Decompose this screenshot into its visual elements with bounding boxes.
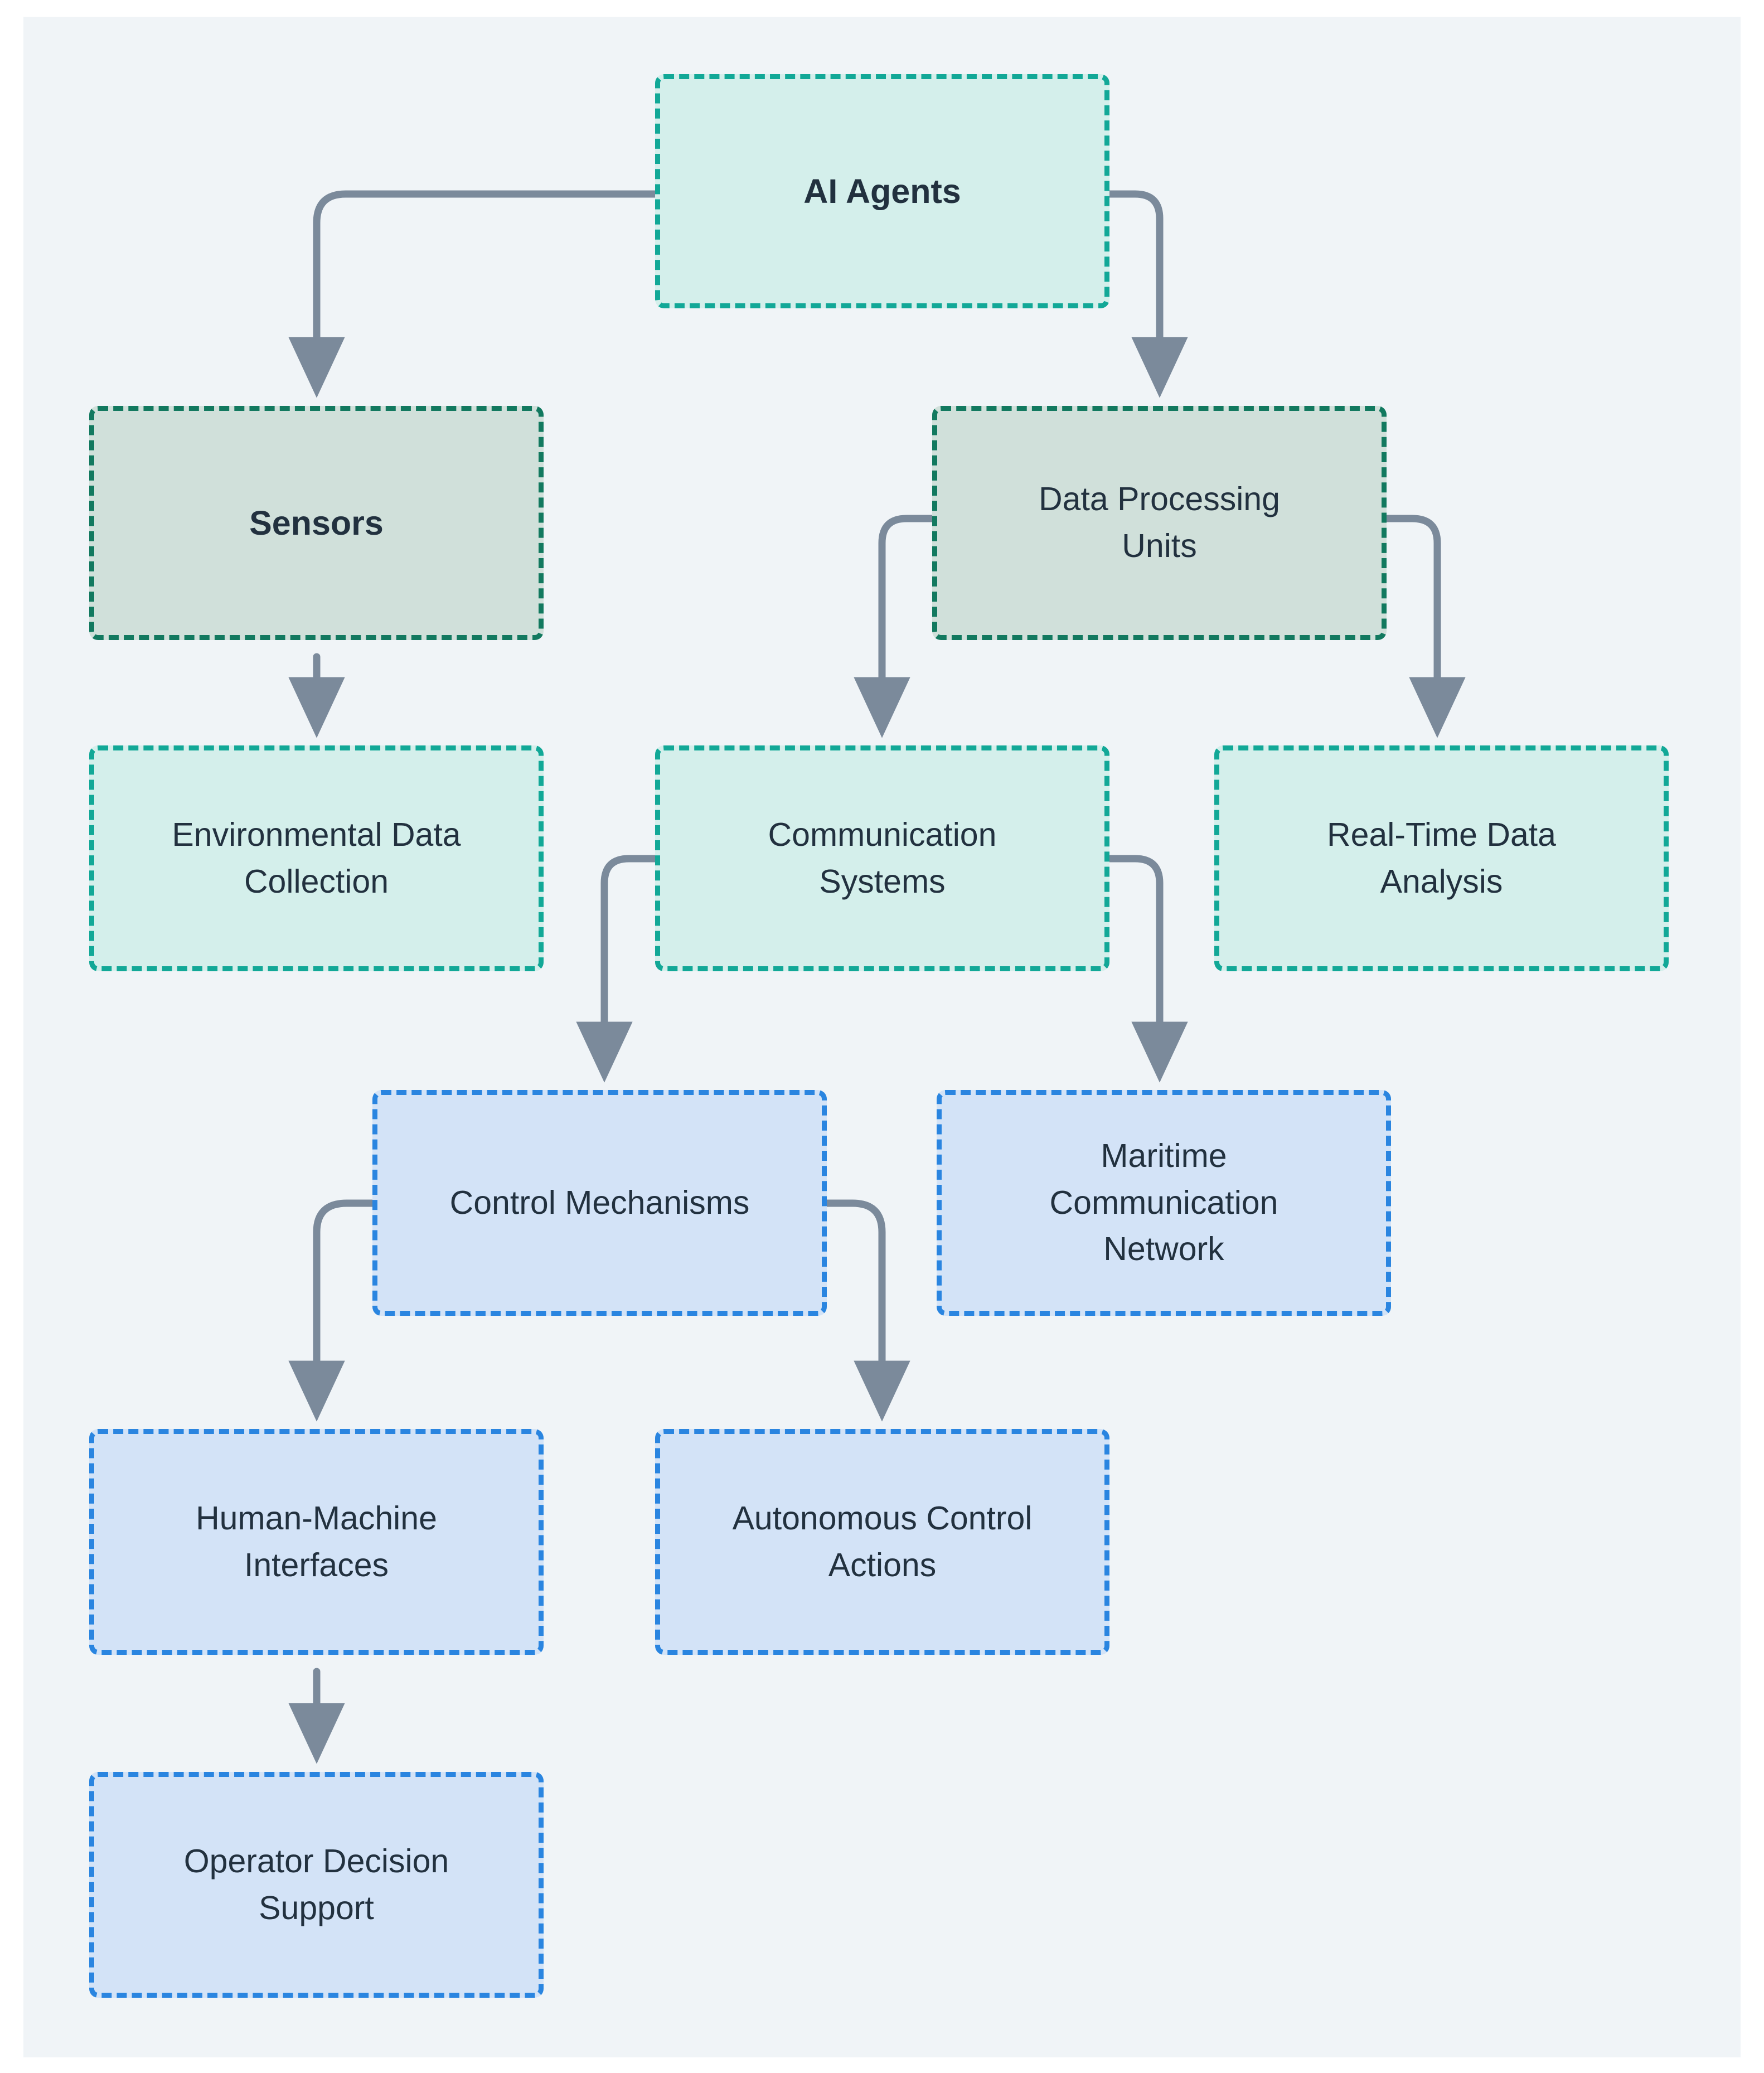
node-ai-agents[interactable]: AI Agents: [655, 74, 1109, 308]
node-environmental-data-collection[interactable]: Environmental Data Collection: [89, 745, 544, 971]
node-sensors[interactable]: Sensors: [89, 406, 544, 640]
node-label-environmental-data-collection: Environmental Data Collection: [172, 816, 461, 900]
node-label-real-time-data-analysis: Real-Time Data Analysis: [1327, 816, 1556, 900]
node-autonomous-control-actions[interactable]: Autonomous Control Actions: [655, 1429, 1109, 1655]
node-label-autonomous-control-actions: Autonomous Control Actions: [732, 1499, 1033, 1583]
node-label-control-mechanisms: Control Mechanisms: [449, 1184, 750, 1221]
node-human-machine-interfaces[interactable]: Human-Machine Interfaces: [89, 1429, 544, 1655]
node-real-time-data-analysis[interactable]: Real-Time Data Analysis: [1214, 745, 1669, 971]
node-operator-decision-support[interactable]: Operator Decision Support: [89, 1772, 544, 1998]
node-label-operator-decision-support: Operator Decision Support: [183, 1842, 449, 1926]
node-label-human-machine-interfaces: Human-Machine Interfaces: [196, 1499, 437, 1583]
node-label-communication-systems: Communication Systems: [768, 816, 997, 900]
node-control-mechanisms[interactable]: Control Mechanisms: [372, 1090, 827, 1316]
node-label-maritime-communication-network: Maritime Communication Network: [1049, 1137, 1278, 1268]
node-label-sensors: Sensors: [249, 503, 384, 542]
node-label-ai-agents: AI Agents: [803, 172, 961, 210]
diagram-canvas: [23, 17, 1741, 2057]
node-data-processing-units[interactable]: Data Processing Units: [932, 406, 1387, 640]
node-communication-systems[interactable]: Communication Systems: [655, 745, 1109, 971]
node-label-data-processing-units: Data Processing Units: [1039, 481, 1280, 564]
node-maritime-communication-network[interactable]: Maritime Communication Network: [937, 1090, 1391, 1316]
